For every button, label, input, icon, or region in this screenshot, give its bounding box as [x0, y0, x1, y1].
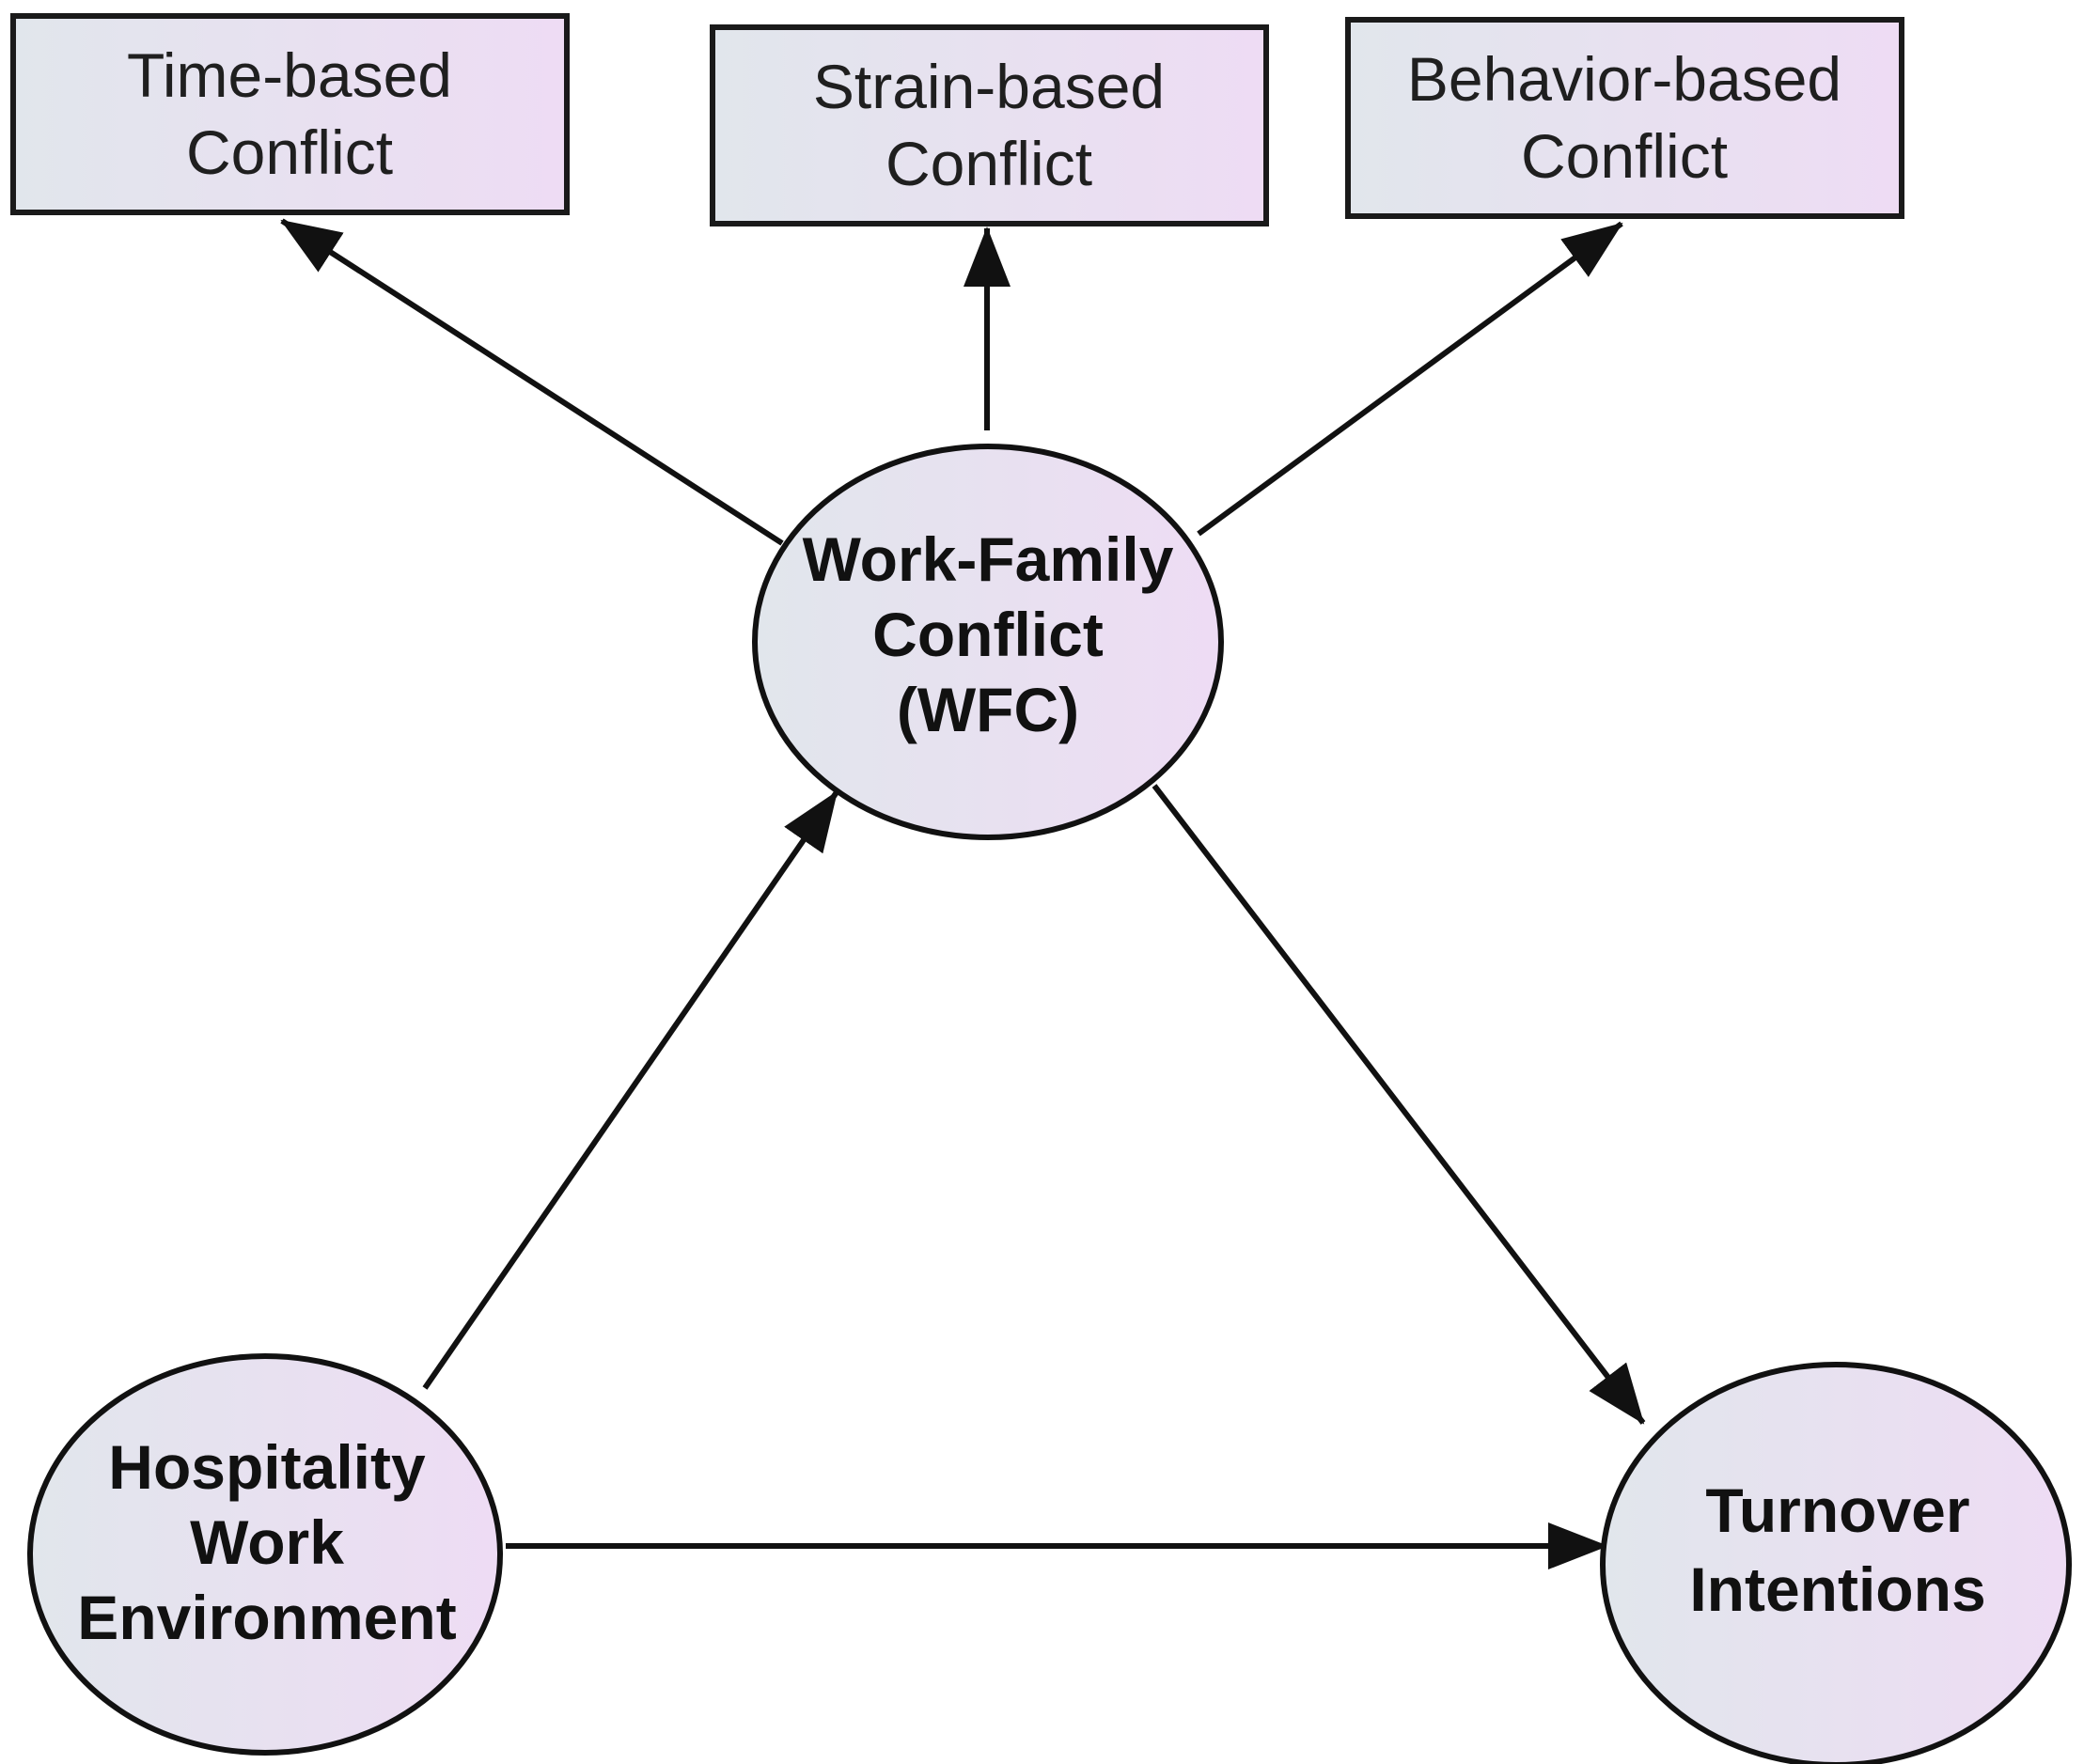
hospitality-label-line3: Environment: [77, 1583, 456, 1652]
turnover-label-line1: Turnover: [1705, 1475, 1969, 1545]
hospitality-label-line1: Hospitality: [108, 1432, 426, 1502]
time-based-label-line2: Conflict: [186, 117, 393, 187]
behavior-based-label-line1: Behavior-based: [1407, 44, 1841, 114]
edge-hospitality-to-wfc: [422, 790, 839, 1390]
node-strain-based-conflict: Strain-based Conflict: [710, 24, 1269, 226]
edge-wfc-to-turnover: [1152, 784, 1646, 1425]
node-hospitality-work-environment: Hospitality Work Environment: [27, 1353, 503, 1756]
node-turnover-intentions: Turnover Intentions: [1600, 1362, 2072, 1764]
hospitality-label-line2: Work: [190, 1507, 344, 1577]
node-time-based-conflict: Time-based Conflict: [10, 13, 570, 215]
turnover-label-line2: Intentions: [1689, 1554, 1985, 1624]
time-based-label-line1: Time-based: [127, 40, 452, 110]
wfc-label-line3: (WFC): [897, 675, 1079, 744]
edge-wfc-to-behavior-based: [1197, 221, 1623, 537]
strain-based-label-line2: Conflict: [885, 129, 1092, 198]
behavior-based-label-line2: Conflict: [1521, 121, 1728, 191]
strain-based-label-line1: Strain-based: [813, 52, 1165, 121]
node-behavior-based-conflict: Behavior-based Conflict: [1345, 17, 1904, 219]
edge-wfc-to-time-based: [280, 218, 784, 546]
node-work-family-conflict: Work-Family Conflict (WFC): [752, 444, 1224, 840]
wfc-label-line2: Conflict: [872, 600, 1104, 669]
wfc-label-line1: Work-Family: [803, 524, 1174, 594]
